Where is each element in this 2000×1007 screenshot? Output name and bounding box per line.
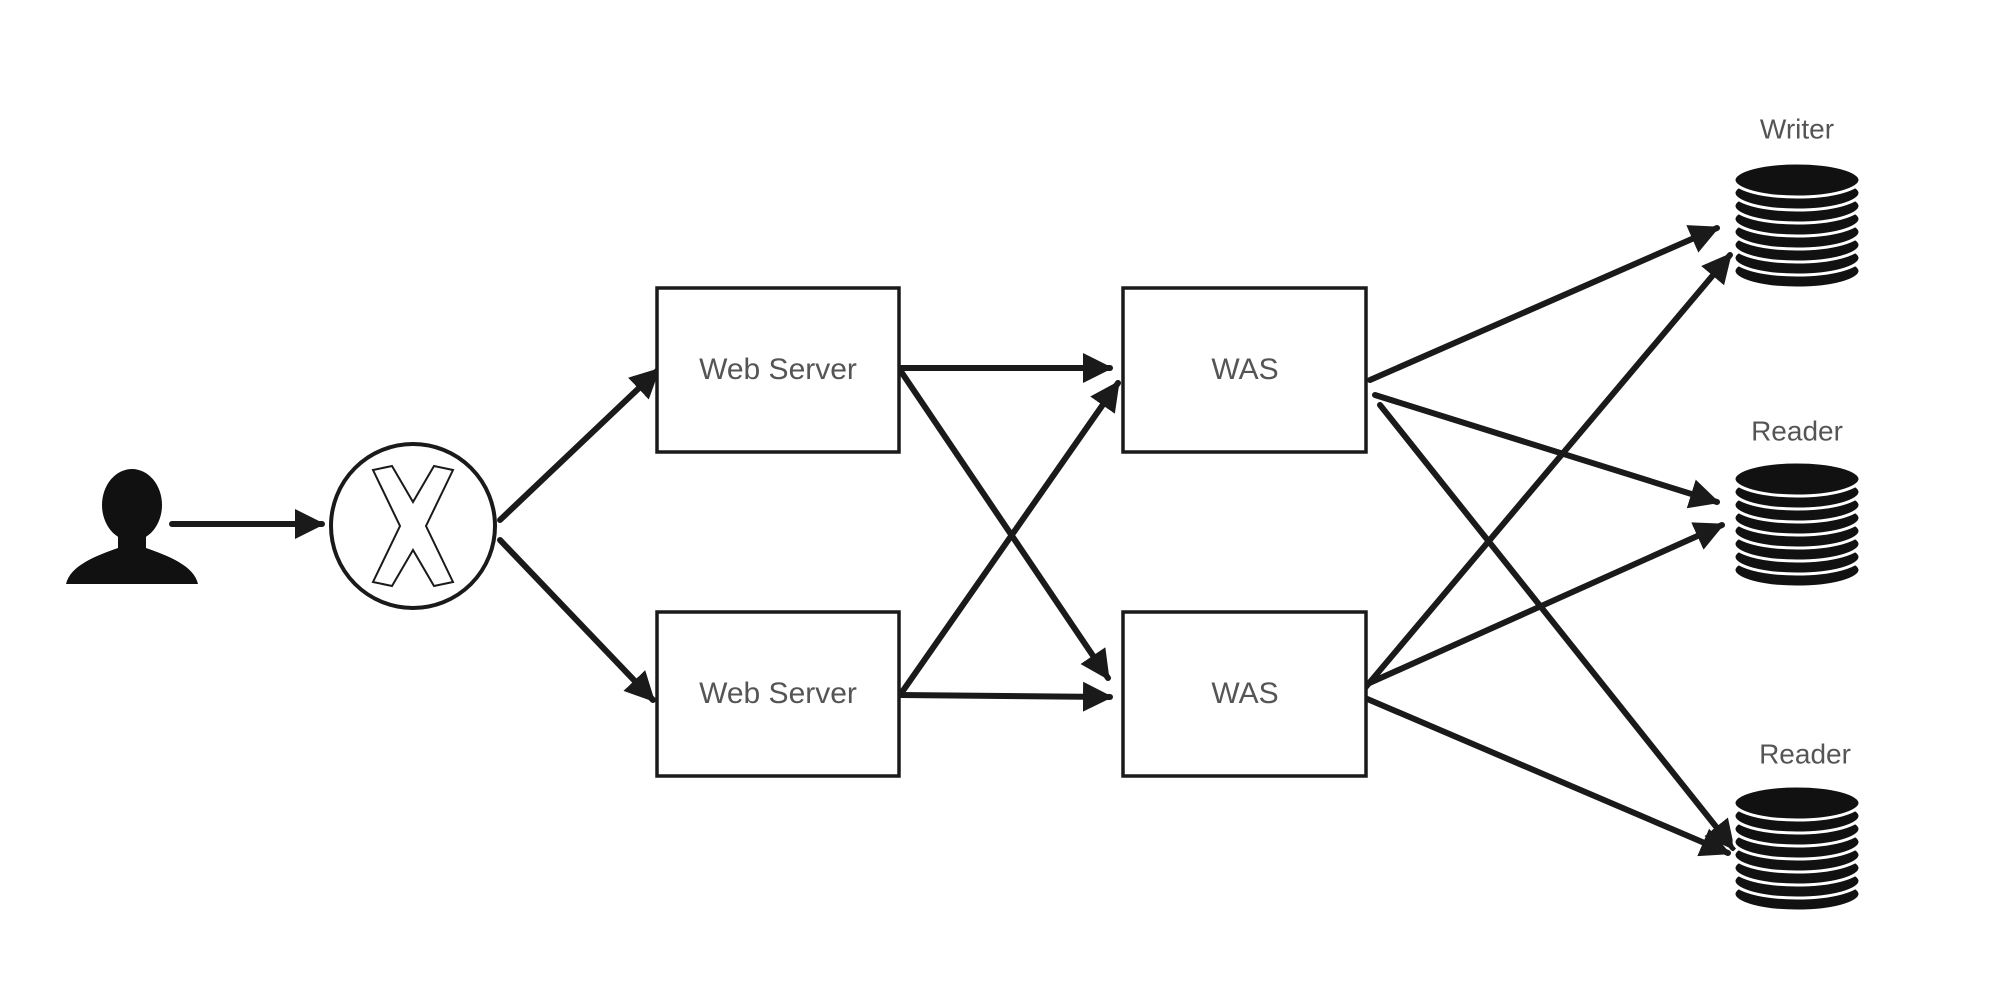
- db-reader-1-label: Reader: [1751, 415, 1843, 446]
- edge-web1-to-was2: [897, 367, 1111, 681]
- edge-was1-to-reader2: [1377, 402, 1736, 851]
- was-1[interactable]: WAS: [1121, 286, 1368, 454]
- edge-was1-to-reader1: [1372, 392, 1720, 509]
- db-reader-2[interactable]: Reader: [1732, 738, 1862, 913]
- edge-was2-to-writer: [1362, 252, 1733, 691]
- web-server-2[interactable]: Web Server: [655, 610, 901, 778]
- db-writer[interactable]: Writer: [1732, 113, 1862, 290]
- user-icon: [66, 469, 198, 584]
- web-server-1[interactable]: Web Server: [655, 286, 901, 454]
- edges: [169, 225, 1736, 857]
- web-server-1-label: Web Server: [699, 353, 857, 386]
- was-2[interactable]: WAS: [1121, 610, 1368, 778]
- was-1-label: WAS: [1211, 353, 1278, 386]
- db-reader-1[interactable]: Reader: [1732, 415, 1862, 589]
- edge-was2-to-reader1: [1362, 522, 1725, 688]
- db-writer-label: Writer: [1760, 113, 1834, 144]
- database-icon: [1732, 784, 1862, 913]
- web-server-2-label: Web Server: [699, 677, 857, 710]
- edge-web2-to-was2: [897, 681, 1113, 712]
- edge-lb-to-web1: [497, 367, 661, 523]
- edge-lb-to-web2: [497, 537, 656, 703]
- database-icon: [1732, 161, 1862, 290]
- load-balancer-icon[interactable]: [329, 442, 497, 610]
- edge-was1-to-writer: [1367, 225, 1720, 383]
- edge-web2-to-was1: [897, 380, 1121, 698]
- db-reader-2-label: Reader: [1759, 738, 1851, 769]
- edge-was2-to-reader2: [1362, 695, 1731, 857]
- was-2-label: WAS: [1211, 677, 1278, 710]
- database-icon: [1732, 460, 1862, 589]
